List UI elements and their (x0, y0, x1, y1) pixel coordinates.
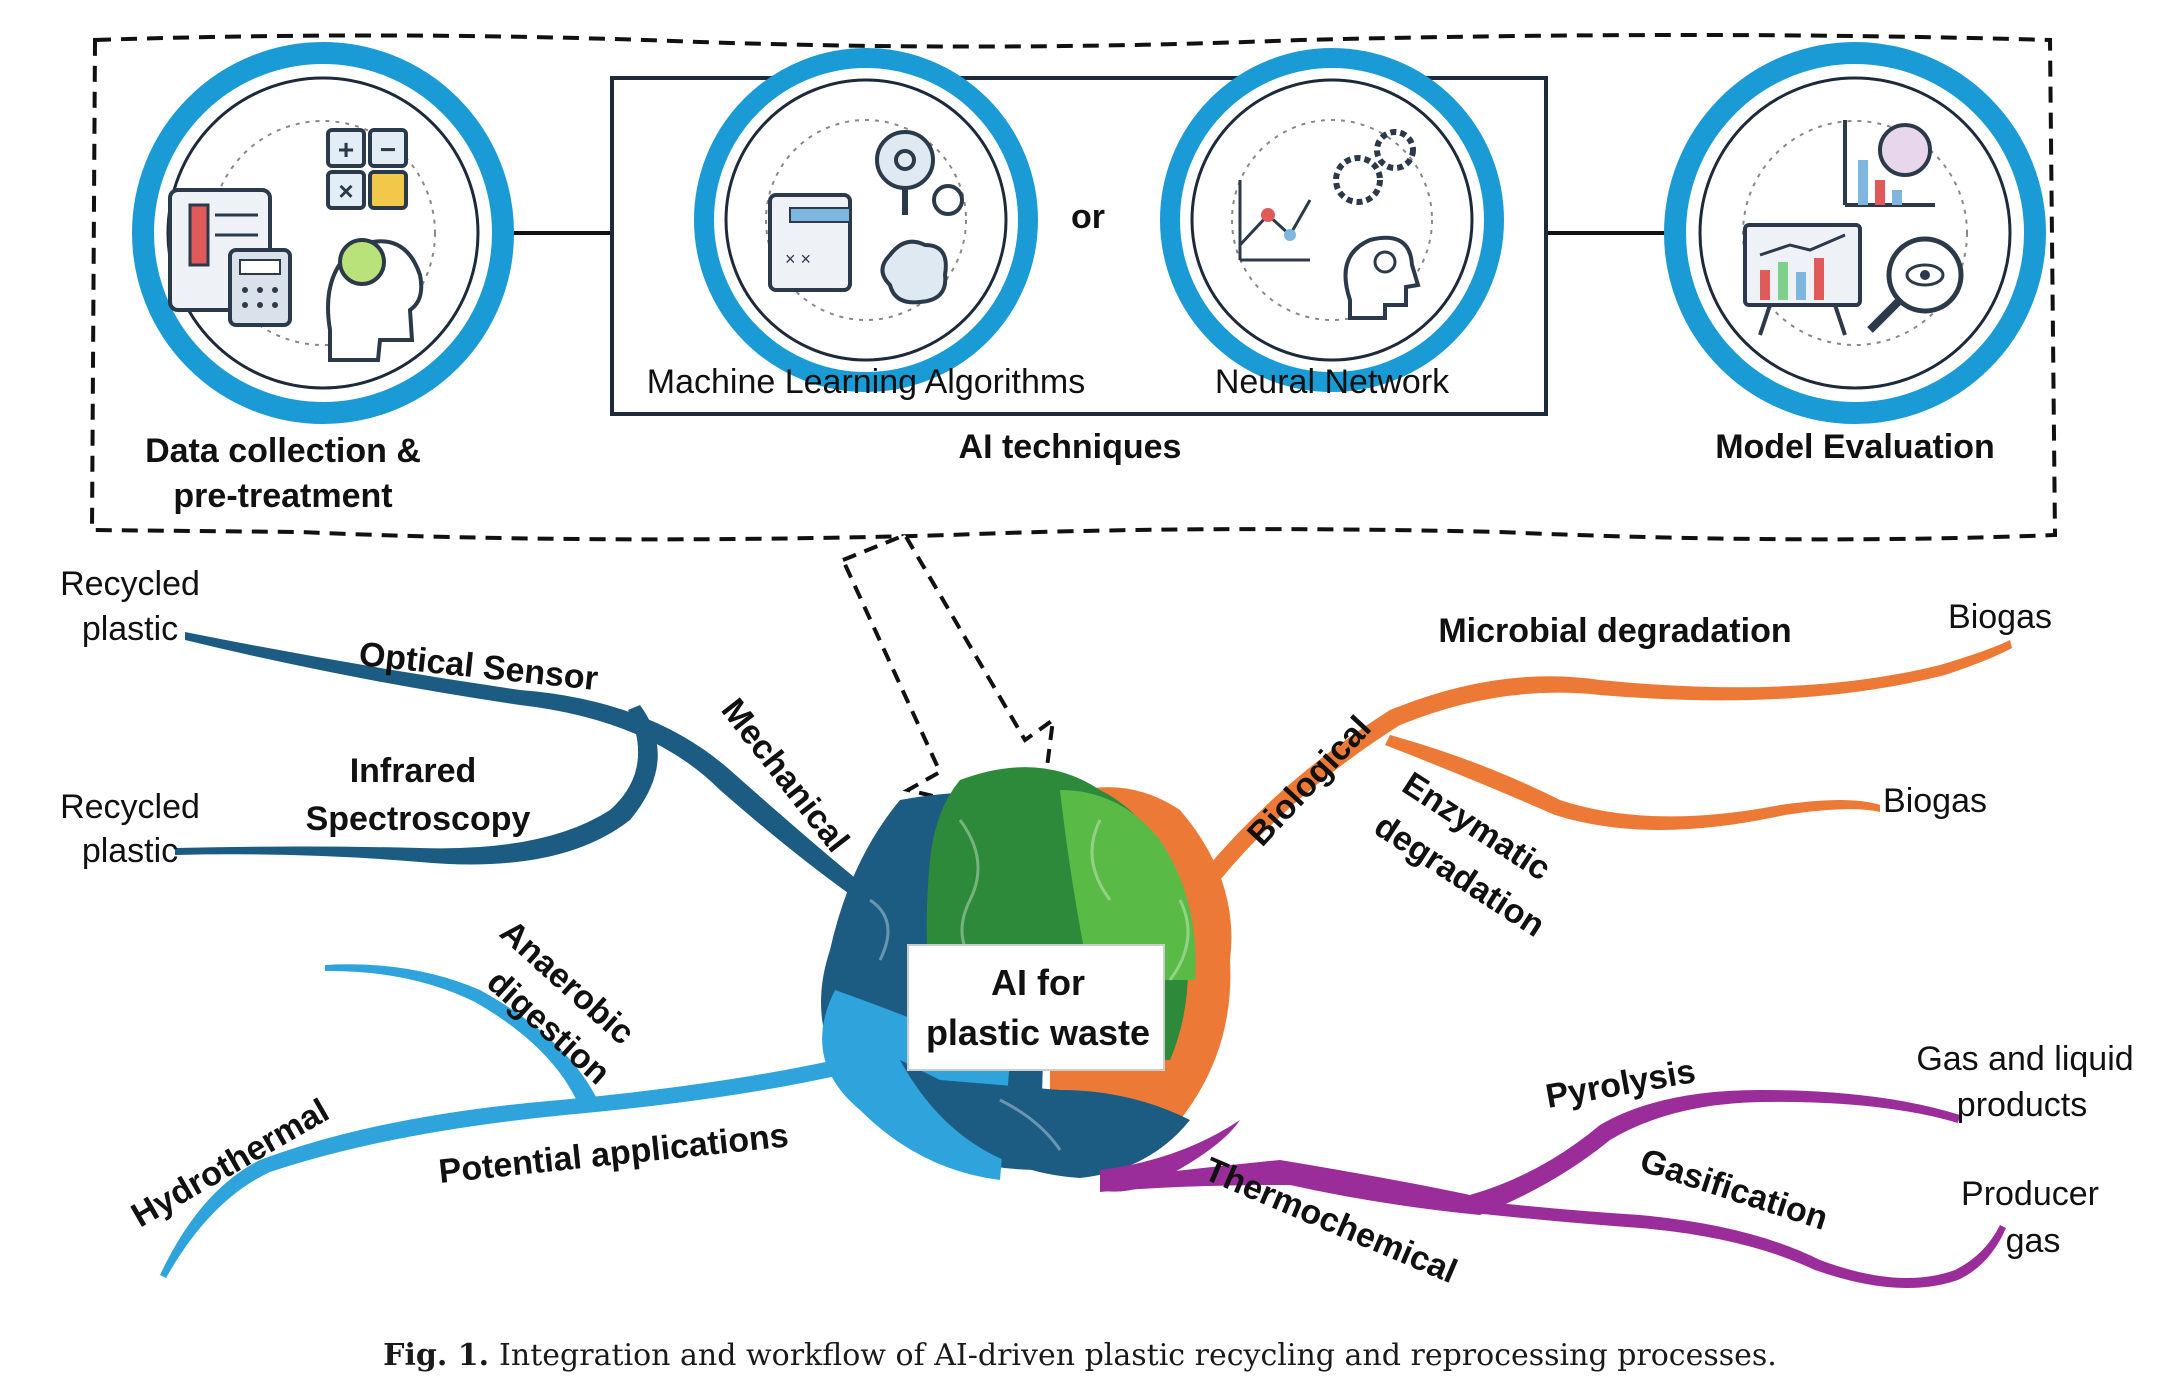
figure-caption-text: Integration and workflow of AI-driven pl… (499, 1338, 1777, 1373)
dashed-arrow (840, 532, 1056, 825)
producer-gas-label-line2: gas (2006, 1222, 2061, 1260)
recycled-plastic-1-line2: plastic (82, 610, 178, 648)
data-collection-icon: + − × (132, 42, 514, 424)
infrared-label-line2: Spectroscopy (306, 800, 531, 838)
figure-number: Fig. 1. (383, 1338, 490, 1373)
center-label-line1: AI for (991, 962, 1085, 1003)
svg-text:+: + (338, 134, 354, 165)
biological-label: Biological (1240, 709, 1379, 854)
ai-techniques-title: AI techniques (959, 428, 1182, 466)
ml-label: Machine Learning Algorithms (647, 363, 1085, 401)
branch-thermochemical (1100, 1090, 2006, 1288)
model-evaluation-icon (1664, 42, 2046, 424)
svg-text:×: × (338, 176, 353, 206)
infrared-label-line1: Infrared (350, 752, 477, 790)
step1-label-line2: pre-treatment (173, 477, 392, 515)
machine-learning-icon: × × (694, 48, 1038, 392)
branch-biological (1205, 640, 2012, 880)
branch-potential (160, 964, 840, 1278)
nn-label: Neural Network (1215, 363, 1450, 401)
svg-text:× ×: × × (785, 249, 811, 269)
neural-network-icon (1160, 48, 1504, 392)
hydrothermal-label: Hydrothermal (125, 1091, 335, 1234)
brain-icon (821, 767, 1240, 1192)
producer-gas-label-line1: Producer (1961, 1175, 2099, 1213)
svg-text:−: − (380, 134, 396, 165)
gas-liquid-label-line2: products (1957, 1086, 2087, 1124)
biogas-2-label: Biogas (1883, 782, 1987, 820)
microbial-label: Microbial degradation (1438, 612, 1791, 650)
center-label-box (907, 944, 1165, 1071)
branch-mechanical (175, 632, 870, 905)
center-label-line2: plastic waste (926, 1012, 1150, 1053)
step1-label-line1: Data collection & (145, 432, 421, 470)
recycled-plastic-2-line1: Recycled (60, 788, 200, 826)
or-text: or (1071, 198, 1105, 236)
gas-liquid-label-line1: Gas and liquid (1916, 1040, 2133, 1078)
potential-applications-label: Potential applications (437, 1116, 790, 1191)
workflow-dashed-frame (89, 33, 2058, 542)
biogas-1-label: Biogas (1948, 598, 2052, 636)
recycled-plastic-1-line1: Recycled (60, 565, 200, 603)
recycled-plastic-2-line2: plastic (82, 832, 178, 870)
step3-label: Model Evaluation (1715, 428, 1995, 466)
figure-caption: Fig. 1. Integration and workflow of AI-dr… (0, 1338, 2160, 1373)
